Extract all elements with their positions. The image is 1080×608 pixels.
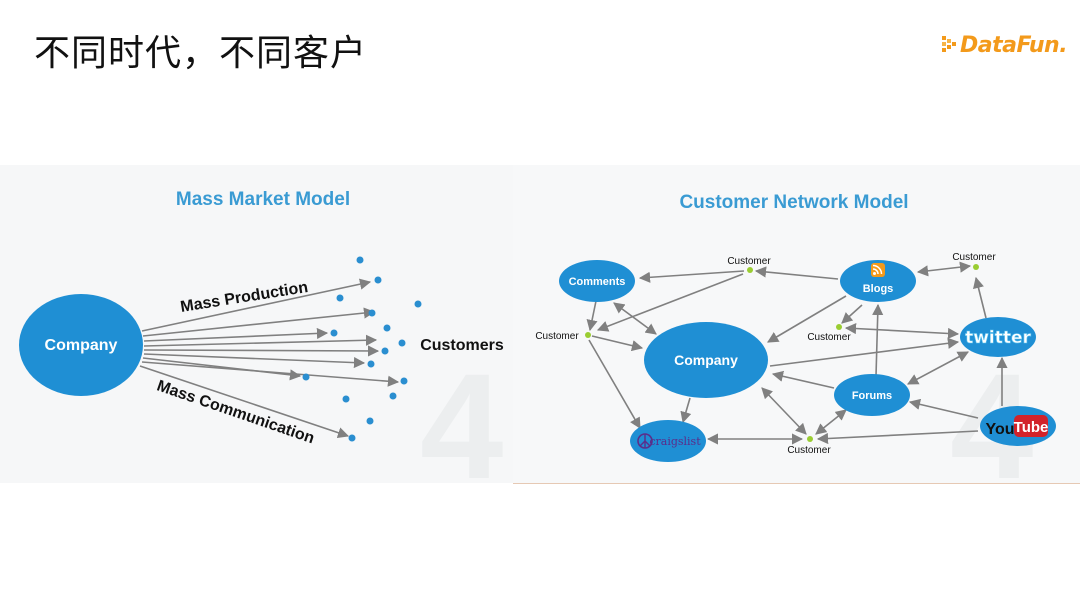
customer-dot — [366, 417, 374, 425]
customer-dot — [356, 256, 364, 264]
blogs-node — [840, 260, 916, 302]
company-node — [19, 294, 143, 396]
arrow — [139, 365, 350, 439]
craigslist-label: craigslist — [649, 435, 701, 448]
customer-top-label: Customer — [727, 256, 771, 267]
customer-dot — [807, 436, 813, 442]
customer-mid-label: Customer — [807, 332, 851, 343]
arrow — [586, 300, 598, 332]
customer-dot — [336, 294, 344, 302]
customer-dot — [348, 434, 356, 442]
arrow — [613, 302, 657, 335]
customer-dot — [368, 309, 376, 317]
arrow — [907, 351, 969, 385]
forums-label: Forums — [852, 390, 892, 402]
arrow — [141, 278, 372, 332]
forums-node — [834, 374, 910, 416]
customer-dot — [747, 267, 753, 273]
customer-bottom-label: Customer — [787, 445, 831, 456]
arrow — [143, 327, 329, 342]
arrow — [771, 370, 835, 389]
logo-text: DataFun. — [960, 32, 1068, 58]
peace-sign-icon — [637, 433, 653, 449]
youtube-you-label: You — [985, 421, 1014, 438]
arrow — [638, 270, 745, 283]
company-node — [644, 322, 768, 398]
youtube-tube-label: Tube — [1014, 419, 1049, 436]
youtube-tube-badge — [1014, 415, 1048, 437]
arrow — [761, 387, 807, 435]
customer-left-label: Customer — [535, 331, 579, 342]
arrow — [143, 334, 378, 347]
arrow — [141, 361, 400, 387]
watermark-left: 4 — [420, 342, 503, 510]
arrow — [916, 261, 972, 277]
arrow — [815, 409, 847, 435]
customer-dot — [585, 332, 591, 338]
mass-communication-label: Mass Communication — [155, 377, 317, 447]
customers-label: Customers — [420, 337, 504, 354]
arrow — [588, 339, 641, 429]
customer-dot — [389, 392, 397, 400]
customer-dot — [383, 324, 391, 332]
company-label: Company — [45, 337, 118, 354]
customer-dot — [374, 276, 382, 284]
twitter-node — [960, 317, 1036, 357]
customer-dot — [836, 324, 842, 330]
arrow — [680, 397, 692, 424]
mass-production-label: Mass Production — [179, 279, 309, 316]
mass-market-title: Mass Market Model — [176, 189, 350, 210]
arrow — [143, 345, 380, 357]
customer-network-title: Customer Network Model — [679, 192, 908, 213]
arrow — [769, 337, 960, 367]
network-arrows — [586, 261, 1008, 445]
customer-dot — [400, 377, 408, 385]
customer-dots — [302, 256, 422, 442]
blogs-label: Blogs — [863, 283, 894, 295]
customer-dot — [330, 329, 338, 337]
customer-dot — [302, 373, 310, 381]
arrow — [841, 304, 863, 324]
customer-right-label: Customer — [952, 252, 996, 263]
datafun-logo: DataFun. — [942, 28, 1068, 62]
comments-node — [559, 260, 635, 302]
customer-dot — [367, 360, 375, 368]
mass-market-arrows — [139, 278, 400, 439]
arrow — [767, 295, 847, 343]
network-customer-dots — [585, 264, 979, 442]
logo-mark-icon — [942, 36, 956, 52]
craigslist-node — [630, 420, 706, 462]
arrow — [591, 335, 644, 352]
arrow — [816, 430, 979, 445]
arrow — [844, 322, 960, 340]
arrow — [754, 266, 839, 280]
arrow — [143, 353, 366, 369]
customer-dot — [414, 300, 422, 308]
twitter-label: twitter — [965, 328, 1031, 348]
arrow — [142, 307, 376, 337]
arrow — [872, 303, 884, 377]
arrow — [908, 398, 979, 419]
customer-dot — [381, 347, 389, 355]
customer-dot — [398, 339, 406, 347]
comments-label: Comments — [569, 276, 626, 288]
slide-title: 不同时代，不同客户 — [34, 33, 368, 74]
customer-dot — [973, 264, 979, 270]
rss-icon — [871, 263, 885, 277]
arrow — [973, 276, 987, 319]
customer-dot — [342, 395, 350, 403]
company-label: Company — [674, 352, 738, 368]
